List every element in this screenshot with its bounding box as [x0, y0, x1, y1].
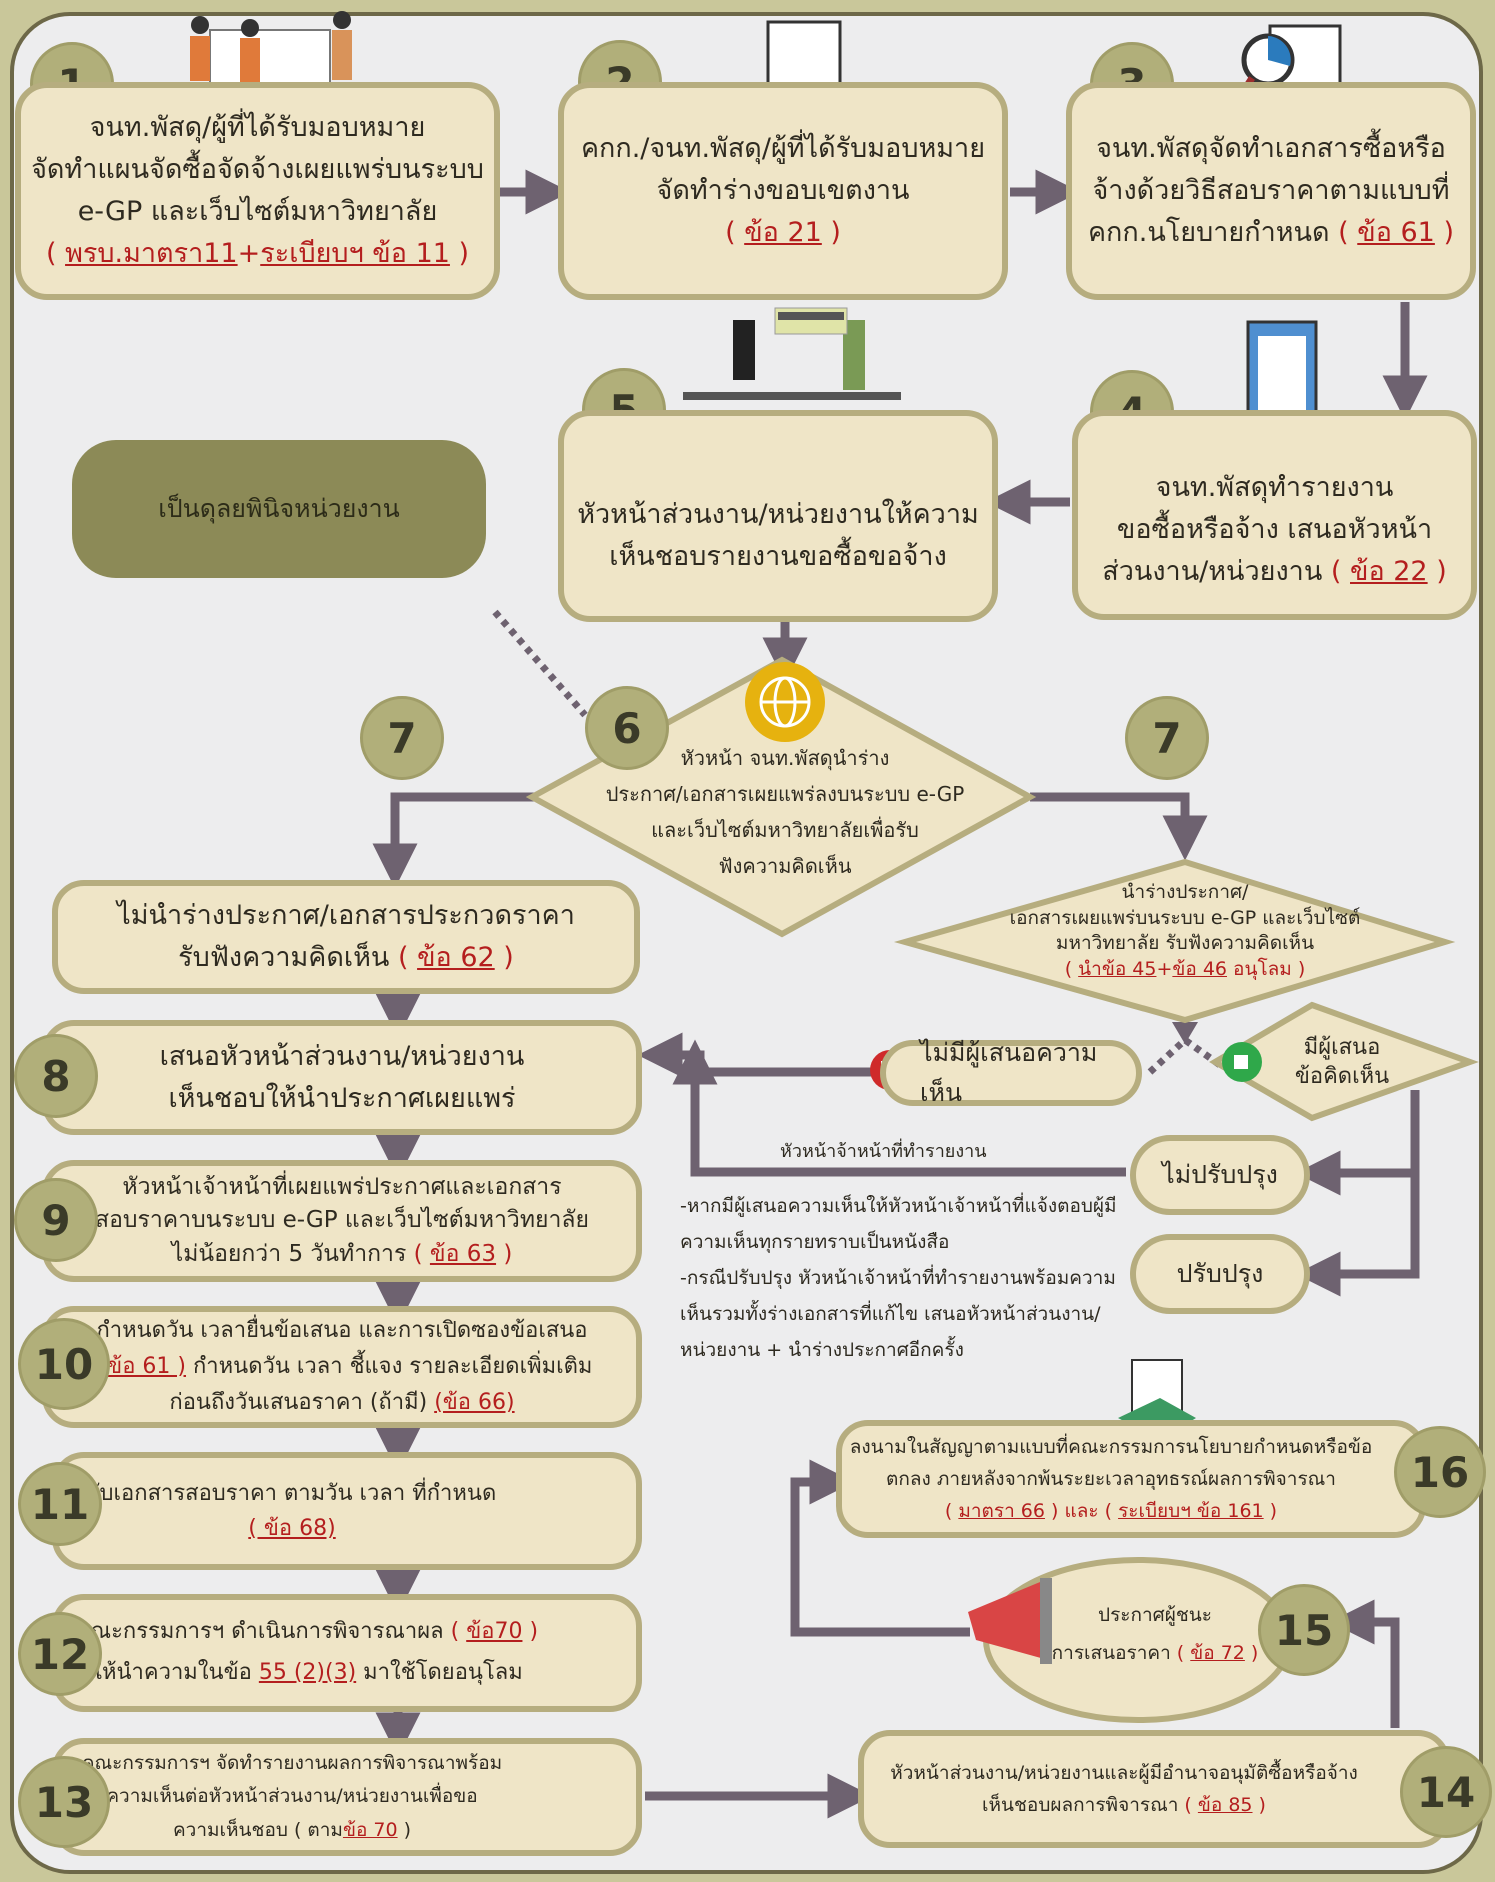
step-10-line3: ก่อนถึงวันเสนอราคา (ถ้ามี) (ข้อ 66) [169, 1390, 515, 1416]
step-10-line2: ( ข้อ 61 ) กำหนดวัน เวลา ชี้แจง รายละเอี… [91, 1353, 593, 1379]
diamond-step-7-right [893, 858, 1456, 1024]
step-16-reference: ( มาตรา 66 ) และ ( ระเบียบฯ ข้อ 161 ) [944, 1500, 1278, 1523]
step-1-box: จนท.พัสดุ/ผู้ที่ได้รับมอบหมาย จัดทำแผนจั… [15, 82, 500, 300]
step-7-right-line1: นำร่างประกาศ/ [1121, 881, 1249, 903]
step-1-line2: จัดทำแผนจัดซื้อจัดจ้างเผยแพร่บนระบบ [31, 154, 484, 186]
clipboard-illustration [1246, 320, 1318, 422]
step-14-line1: หัวหน้าส่วนงาน/หน่วยงานและผู้มีอำนาจอนุม… [890, 1761, 1358, 1784]
arrow-6-7left [372, 792, 535, 889]
arrow-15-16 [790, 1459, 970, 1637]
arrow-6-7right [1030, 792, 1208, 861]
step-16-box: ลงนามในสัญญาตามแบบที่คณะกรรมการนโยบายกำห… [836, 1420, 1426, 1538]
arrow-comment-improve [1295, 1170, 1420, 1297]
step-2-reference: ( ข้อ 21 ) [725, 216, 841, 248]
step-9-line3: ไม่น้อยกว่า 5 วันทำการ ( ข้อ 63 ) [171, 1240, 513, 1267]
step-2-line2: จัดทำร่างขอบเขตงาน [656, 175, 910, 207]
step-13-line2: ความเห็นต่อหัวหน้าส่วนงาน/หน่วยงานเพื่อข… [106, 1785, 478, 1808]
step-2-line1: คกก./จนท.พัสดุ/ผู้ที่ได้รับมอบหมาย [580, 133, 986, 165]
step-6-line3: และเว็บไซต์มหาวิทยาลัยเพื่อรับ [651, 818, 919, 842]
step-5-box: หัวหน้าส่วนงาน/หน่วยงานให้ความ เห็นชอบรา… [558, 410, 998, 622]
step-12-badge: 12 [18, 1612, 102, 1696]
step-6-text: หัวหน้า จนท.พัสดุนำร่าง ประกาศ/เอกสารเผย… [560, 740, 1010, 884]
step-15-badge: 15 [1258, 1584, 1350, 1676]
step-13-line1: คณะกรรมการฯ จัดทำรายงานผลการพิจารณาพร้อม [81, 1752, 503, 1775]
dashed-note-link [492, 609, 588, 718]
step-7-right-badge: 7 [1125, 696, 1209, 780]
improve-pill: ปรับปรุง [1130, 1234, 1310, 1314]
step-7-right-reference: ( นำข้อ 45+ข้อ 46 อนุโลม ) [1064, 957, 1306, 980]
no-improve-pill: ไม่ปรับปรุง [1130, 1135, 1310, 1215]
step-3-box: จนท.พัสดุจัดทำเอกสารซื้อหรือ จ้างด้วยวิธ… [1066, 82, 1476, 300]
step-1-reference: ( พรบ.มาตรา11+ระเบียบฯ ข้อ 11 ) [45, 237, 470, 269]
step-5-line1: หัวหน้าส่วนงาน/หน่วยงานให้ความ [577, 499, 979, 531]
feedback-explanation: -หากมีผู้เสนอความเห็นให้หัวหน้าเจ้าหน้าท… [680, 1195, 1117, 1362]
step-9-badge: 9 [14, 1178, 98, 1262]
step-6-line2: ประกาศ/เอกสารเผยแพร่ลงบนระบบ e-GP [605, 782, 965, 806]
step-7-left-line1: ไม่นำร่างประกาศ/เอกสารประกวดราคา [117, 900, 575, 932]
step-3-line2: จ้างด้วยวิธีสอบราคาตามแบบที่ [1092, 175, 1450, 207]
step-7-right-line3: มหาวิทยาลัย รับฟังความคิดเห็น [1055, 932, 1315, 955]
step-3-line3: คกก.นโยบายกำหนด ( ข้อ 61 ) [1088, 216, 1454, 248]
arrowhead-7right-down [1172, 1022, 1198, 1044]
step-9-line1: หัวหน้าเจ้าหน้าที่เผยแพร่ประกาศและเอกสาร [122, 1173, 562, 1200]
step-2-box: คกก./จนท.พัสดุ/ผู้ที่ได้รับมอบหมาย จัดทำ… [558, 82, 1008, 300]
meeting-people-illustration [683, 307, 901, 400]
step-7-left-badge: 7 [360, 696, 444, 780]
step-8-line2: เห็นชอบให้นำประกาศเผยแพร่ [168, 1082, 516, 1114]
step-6-line4: ฟังความคิดเห็น [718, 854, 852, 878]
step-13-line3: ความเห็นชอบ ( ตามข้อ 70 ) [172, 1818, 412, 1841]
step-14-line2: เห็นชอบผลการพิจารณา ( ข้อ 85 ) [982, 1794, 1266, 1816]
step-15-line1: ประกาศผู้ชนะ [1098, 1604, 1212, 1626]
globe-icon [745, 662, 825, 742]
step-7-left-box: ไม่นำร่างประกาศ/เอกสารประกวดราคา รับฟังค… [52, 880, 640, 994]
step-4-line3: ส่วนงาน/หน่วยงาน ( ข้อ 22 ) [1102, 555, 1447, 587]
head-report-label: หัวหน้าจ้าหน้าที่ทำรายงาน [780, 1141, 987, 1162]
no-comment-label: ไม่มีผู้เสนอความเห็น [920, 1038, 1098, 1107]
step-7-right-line2: เอกสารเผยแพร่บนระบบ e-GP และเว็บไซต์ [1009, 906, 1361, 929]
dashed-7right-split [1147, 1035, 1223, 1075]
step-6-line1: หัวหน้า จนท.พัสดุนำร่าง [680, 746, 890, 770]
step-4-box: จนท.พัสดุทำรายงาน ขอซื้อหรือจ้าง เสนอหัว… [1072, 410, 1477, 620]
step-12-line2: ให้นำความในข้อ 55 (2)(3) มาใช้โดยอนุโลม [91, 1660, 523, 1685]
discretion-note: เป็นดุลยพินิจหน่วยงาน [72, 440, 486, 578]
step-8-badge: 8 [14, 1034, 98, 1118]
step-16-badge: 16 [1394, 1426, 1486, 1518]
step-11-reference: ( ข้อ 68) [248, 1516, 336, 1541]
arrow-14-15 [1329, 1599, 1400, 1728]
step-8-line1: เสนอหัวหน้าส่วนงาน/หน่วยงาน [159, 1040, 525, 1072]
step-5-line2: เห็นชอบรายงานขอซื้อขอจ้าง [609, 541, 947, 572]
thumbs-up-icon [1222, 1042, 1262, 1082]
step-16-line1: ลงนามในสัญญาตามแบบที่คณะกรรมการนโยบายกำห… [849, 1435, 1373, 1458]
step-1-line1: จนท.พัสดุ/ผู้ที่ได้รับมอบหมาย [89, 112, 426, 144]
no-comment-pill: ไม่มีผู้เสนอความเห็น [880, 1038, 1142, 1107]
step-9-line2: สอบราคาบนระบบ e-GP และเว็บไซต์มหาวิทยาลั… [95, 1207, 589, 1234]
step-6-badge: 6 [585, 686, 669, 770]
step-14-box: หัวหน้าส่วนงาน/หน่วยงานและผู้มีอำนาจอนุม… [858, 1730, 1450, 1848]
step-1-line3: e-GP และเว็บไซต์มหาวิทยาลัย [77, 196, 438, 227]
step-4-line1: จนท.พัสดุทำรายงาน [1155, 472, 1394, 504]
step-16-line2: ตกลง ภายหลังจากพ้นระยะเวลาอุทธรณ์ผลการพิ… [886, 1467, 1336, 1490]
has-comment-label: มีผู้เสนอ ข้อคิดเห็น [1294, 1035, 1390, 1089]
step-8-box: เสนอหัวหน้าส่วนงาน/หน่วยงาน เห็นชอบให้นำ… [42, 1020, 642, 1135]
megaphone-illustration [968, 1578, 1052, 1664]
step-9-box: หัวหน้าเจ้าหน้าที่เผยแพร่ประกาศและเอกสาร… [42, 1160, 642, 1282]
step-15-text: ประกาศผู้ชนะ การเสนอราคา ( ข้อ 72 ) [1040, 1596, 1270, 1672]
step-12-box: คณะกรรมการฯ ดำเนินการพิจารณาผล ( ข้อ70 )… [52, 1594, 642, 1712]
step-13-badge: 13 [18, 1756, 110, 1848]
arrow-head-8 [672, 1039, 1126, 1177]
step-11-line1: รับเอกสารสอบราคา ตามวัน เวลา ที่กำหนด [87, 1480, 497, 1506]
step-11-box: รับเอกสารสอบราคา ตามวัน เวลา ที่กำหนด ( … [52, 1452, 642, 1570]
step-4-line2: ขอซื้อหรือจ้าง เสนอหัวหน้า [1116, 514, 1433, 546]
step-10-line1: กำหนดวัน เวลายื่นข้อเสนอ และการเปิดซองข้… [96, 1317, 588, 1343]
step-7-left-line2: รับฟังความคิดเห็น ( ข้อ 62 ) [178, 942, 514, 973]
step-10-box: กำหนดวัน เวลายื่นข้อเสนอ และการเปิดซองข้… [42, 1306, 642, 1428]
step-3-line1: จนท.พัสดุจัดทำเอกสารซื้อหรือ [1096, 133, 1446, 165]
step-7-right-text: นำร่างประกาศ/ เอกสารเผยแพร่บนระบบ e-GP แ… [960, 880, 1410, 983]
step-11-badge: 11 [18, 1462, 102, 1546]
step-14-badge: 14 [1400, 1746, 1492, 1838]
step-15-line2: การเสนอราคา ( ข้อ 72 ) [1051, 1642, 1259, 1664]
step-13-box: คณะกรรมการฯ จัดทำรายงานผลการพิจารณาพร้อม… [52, 1738, 642, 1856]
step-12-line1: คณะกรรมการฯ ดำเนินการพิจารณาผล ( ข้อ70 ) [75, 1619, 539, 1645]
step-10-badge: 10 [18, 1318, 110, 1410]
